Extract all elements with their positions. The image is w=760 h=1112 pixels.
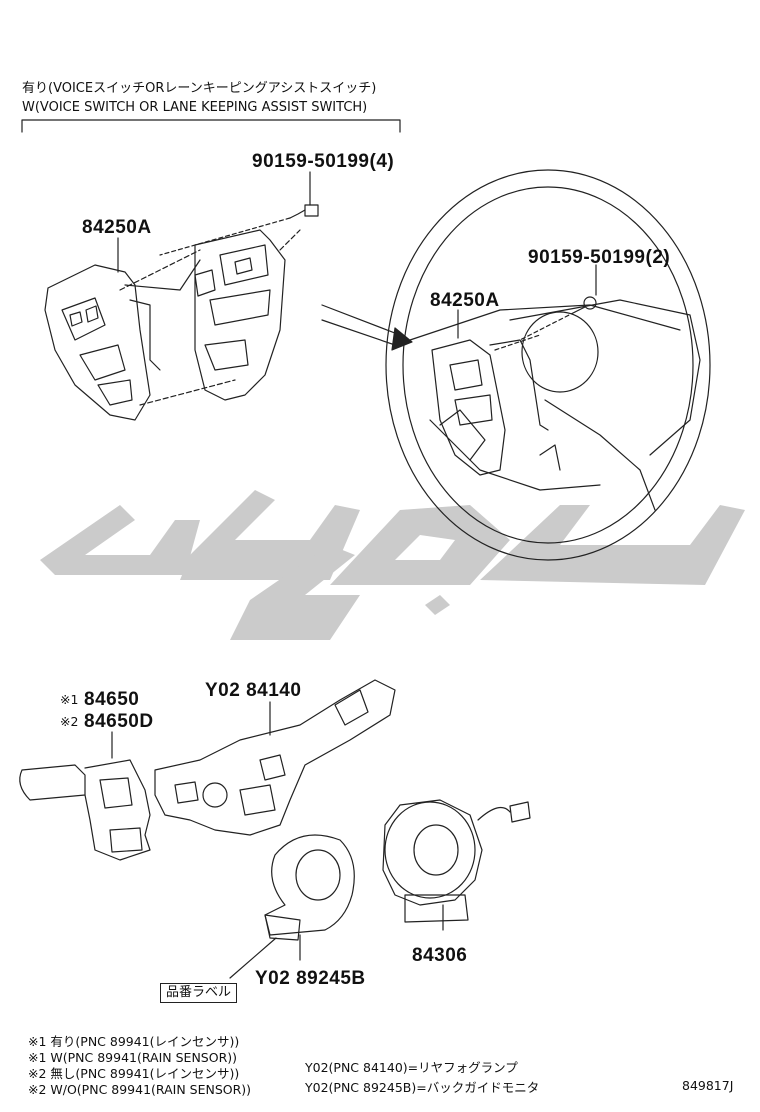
- part-number-switch-wheel[interactable]: 84250A: [430, 290, 500, 311]
- part-number-headlamp-switch[interactable]: Y02 84140: [205, 680, 302, 701]
- part-number-cover[interactable]: Y02 89245B: [255, 968, 366, 989]
- part-number-screw-4[interactable]: 90159-50199(4): [252, 151, 395, 172]
- wiper-mark-1: ※1: [60, 692, 79, 707]
- y02-note-1: Y02(PNC 84140)=リヤフォグランプ: [305, 1060, 518, 1075]
- part-number-spiral-cable[interactable]: 84306: [412, 945, 468, 966]
- wiper-switch-drawing: [19, 731, 151, 861]
- part-number-screw-2[interactable]: 90159-50199(2): [528, 247, 671, 268]
- wiper-mark-2: ※2: [60, 714, 79, 729]
- drawing-code: 849817J: [682, 1078, 734, 1093]
- header-line-jp: 有り(VOICEスイッチORレーンキーピングアシストスイッチ): [22, 81, 377, 96]
- steering-switch-left-drawing: [44, 229, 301, 421]
- header-line-en: W(VOICE SWITCH OR LANE KEEPING ASSIST SW…: [22, 100, 368, 115]
- part-number-wiper-1[interactable]: 84650: [84, 689, 140, 710]
- spiral-cable-drawing: [382, 799, 531, 931]
- note-line-4: ※2 W/O(PNC 89941(RAIN SENSOR)): [28, 1082, 252, 1097]
- note-line-2: ※1 W(PNC 89941(RAIN SENSOR)): [28, 1050, 238, 1065]
- headlamp-switch-drawing: [154, 679, 396, 836]
- part-number-label-stamp: 品番ラベル: [160, 983, 238, 1003]
- note-line-1: ※1 有り(PNC 89941(レインセンサ)): [28, 1034, 240, 1049]
- steering-wheel-drawing: [321, 169, 711, 561]
- screw-icon-left: [159, 171, 319, 256]
- note-line-3: ※2 無し(PNC 89941(レインセンサ)): [28, 1066, 240, 1081]
- part-number-switch-left[interactable]: 84250A: [82, 217, 152, 238]
- part-number-wiper-2[interactable]: 84650D: [84, 711, 154, 732]
- header-bracket: [21, 119, 401, 133]
- y02-note-2: Y02(PNC 89245B)=バックガイドモニタ: [305, 1080, 540, 1095]
- cover-drawing: [229, 834, 355, 979]
- watermark-logo: [40, 490, 745, 640]
